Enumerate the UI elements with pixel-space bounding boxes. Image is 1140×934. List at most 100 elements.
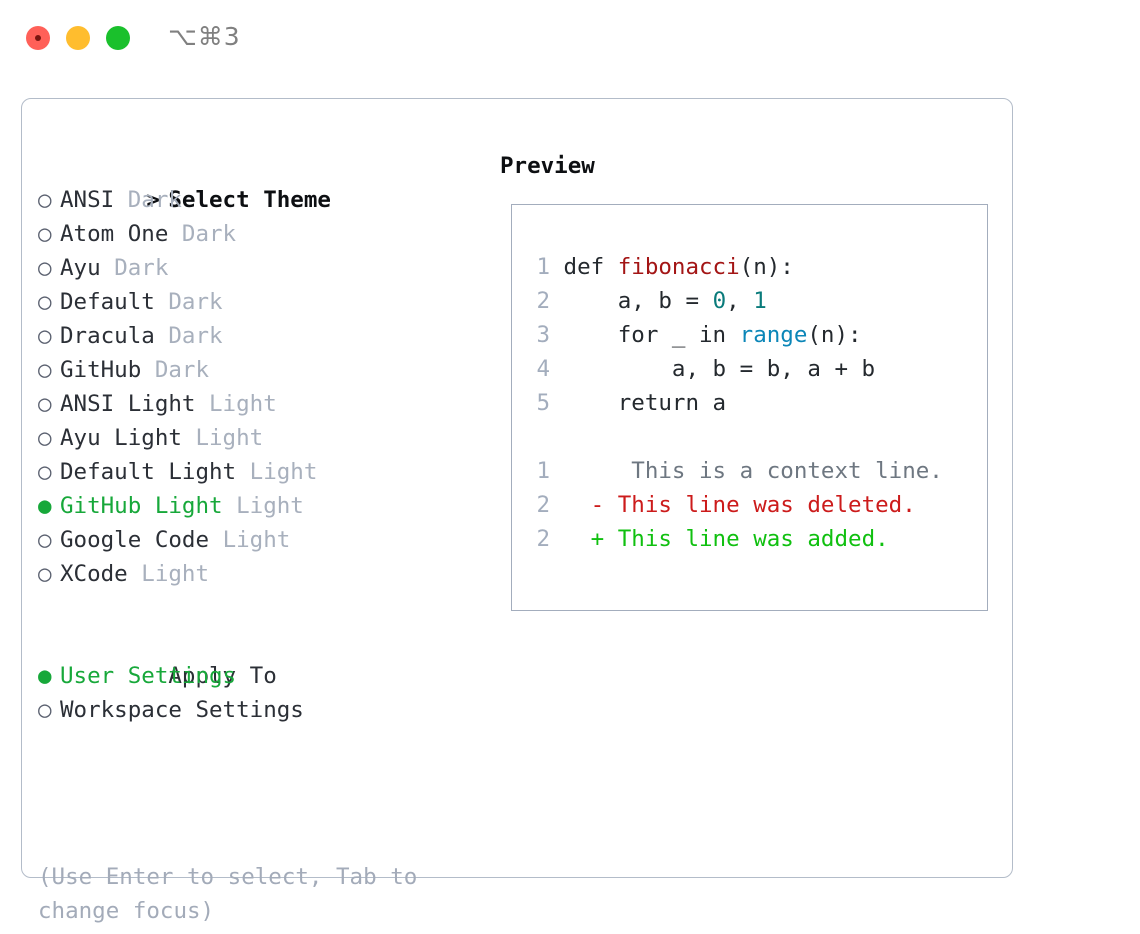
- code-token: 0: [712, 288, 727, 314]
- diff-sign: -: [590, 492, 605, 518]
- radio-unselected-icon: ○: [38, 561, 52, 587]
- apply-to-label: User Settings: [60, 663, 237, 689]
- diff-line: 2 + This line was added.: [524, 522, 979, 556]
- line-number: 3: [536, 322, 550, 348]
- theme-list-item[interactable]: ○Default Dark: [38, 285, 468, 319]
- code-token: def: [563, 254, 618, 280]
- theme-list-item[interactable]: ○Ayu Light Light: [38, 421, 468, 455]
- apply-to-heading-label: Apply To: [168, 663, 277, 689]
- radio-unselected-icon: ○: [38, 357, 52, 383]
- line-number: 2: [536, 288, 550, 314]
- code-line: 5 return a: [524, 386, 979, 420]
- theme-list-item[interactable]: ○Google Code Light: [38, 523, 468, 557]
- theme-list-item[interactable]: ○ ANSI Dark: [38, 183, 468, 217]
- line-number: 5: [536, 390, 550, 416]
- theme-variant-tag: Dark: [168, 323, 223, 349]
- radio-unselected-icon: ○: [38, 221, 52, 247]
- theme-variant-tag: Light: [209, 391, 277, 417]
- theme-variant-tag: Light: [222, 527, 291, 553]
- diff-sign: [591, 458, 605, 484]
- keyboard-shortcut-label: ⌥⌘3: [168, 22, 241, 51]
- diff-text: This line was deleted.: [604, 492, 916, 518]
- radio-selected-icon: ●: [38, 663, 52, 689]
- theme-name-label: Atom One: [60, 221, 169, 247]
- theme-name-label: GitHub: [60, 357, 142, 383]
- theme-name-label: ANSI: [60, 187, 115, 213]
- theme-variant-tag: Light: [236, 493, 304, 519]
- code-line: 1 def fibonacci(n):: [524, 250, 979, 284]
- theme-list-item[interactable]: ○GitHub Dark: [38, 353, 468, 387]
- apply-to-item[interactable]: ○Workspace Settings: [38, 693, 468, 727]
- theme-name-label: XCode: [60, 561, 128, 587]
- theme-list-item[interactable]: ○ Dracula Dark: [38, 319, 468, 353]
- apply-to-list: ● User Settings ○Workspace Settings: [38, 659, 468, 727]
- theme-list-item[interactable]: ○ XCode Light: [38, 557, 468, 591]
- code-line: 2 a, b = 0, 1: [524, 284, 979, 318]
- theme-name-label: Ayu Light: [60, 425, 182, 451]
- code-token: range: [739, 322, 808, 348]
- title-bar: ⌥⌘3: [0, 0, 1140, 80]
- apply-to-heading: Apply To: [38, 625, 468, 689]
- code-token: fibonacci: [617, 254, 740, 280]
- line-number: 4: [536, 356, 550, 382]
- theme-picker-pane: >Select Theme ○ANSI Dark○Atom One Dark○A…: [38, 149, 468, 727]
- preview-title: Preview: [500, 153, 595, 179]
- theme-variant-tag: Light: [141, 561, 210, 587]
- keyboard-hint: (Use Enter to select, Tab to change focu…: [38, 864, 418, 924]
- preview-pane: Preview: [500, 149, 1000, 183]
- theme-list-item[interactable]: ○ Ayu Dark: [38, 251, 468, 285]
- code-line: 4 a, b = b, a + b: [524, 352, 979, 386]
- theme-variant-tag: Dark: [127, 187, 182, 213]
- theme-name-label: Dracula: [60, 323, 155, 349]
- theme-picker-heading: >Select Theme: [38, 149, 468, 213]
- theme-name-label: ANSI Light: [60, 391, 196, 417]
- theme-name-label: Google Code: [60, 527, 210, 553]
- line-number: 1: [536, 458, 550, 484]
- diff-line: 1 This is a context line.: [524, 454, 979, 488]
- code-diff-separator: [524, 420, 979, 454]
- line-number: 2: [536, 492, 550, 518]
- apply-to-item[interactable]: ● User Settings: [38, 659, 468, 693]
- radio-unselected-icon: ○: [38, 459, 52, 485]
- theme-name-label: Default: [60, 289, 155, 315]
- minimize-window-icon[interactable]: [66, 26, 90, 50]
- theme-variant-tag: Light: [249, 459, 318, 485]
- radio-unselected-icon: ○: [38, 255, 52, 281]
- theme-list: ○ANSI Dark○Atom One Dark○Ayu Dark○Defaul…: [38, 183, 468, 591]
- theme-name-label: GitHub Light: [60, 493, 223, 519]
- theme-list-item[interactable]: ○ Atom One Dark: [38, 217, 468, 251]
- code-token: a, b = b, a + b: [563, 356, 876, 382]
- code-token: (n):: [807, 322, 862, 348]
- radio-unselected-icon: ○: [38, 323, 52, 349]
- diff-text: This line was added.: [604, 526, 889, 552]
- radio-unselected-icon: ○: [38, 187, 52, 213]
- theme-variant-tag: Dark: [114, 255, 169, 281]
- diff-sign: +: [590, 526, 605, 552]
- code-token: a, b =: [563, 288, 713, 314]
- radio-unselected-icon: ○: [38, 425, 52, 451]
- zoom-window-icon[interactable]: [106, 26, 130, 50]
- code-token: return a: [563, 390, 727, 416]
- theme-variant-tag: Dark: [181, 221, 237, 247]
- pane-spacer: [38, 591, 468, 625]
- code-line: 3 for _ in range(n):: [524, 318, 979, 352]
- theme-list-item[interactable]: ○Default Light Light: [38, 455, 468, 489]
- theme-list-item[interactable]: ○ANSI Light Light: [38, 387, 468, 421]
- line-number: 2: [536, 526, 550, 552]
- diff-lines: 1 This is a context line.2 - This line w…: [524, 454, 979, 556]
- theme-picker-heading-label: Select Theme: [168, 187, 331, 213]
- line-number: 1: [536, 254, 550, 280]
- close-window-icon[interactable]: [26, 26, 50, 50]
- radio-unselected-icon: ○: [38, 289, 52, 315]
- theme-list-item[interactable]: ● GitHub Light Light: [38, 489, 468, 523]
- code-token: for _ in: [563, 322, 740, 348]
- radio-selected-icon: ●: [38, 493, 52, 519]
- code-token: ,: [726, 288, 754, 314]
- theme-name-label: Ayu: [60, 255, 101, 281]
- diff-line: 2 - This line was deleted.: [524, 488, 979, 522]
- code-token: (n):: [739, 254, 794, 280]
